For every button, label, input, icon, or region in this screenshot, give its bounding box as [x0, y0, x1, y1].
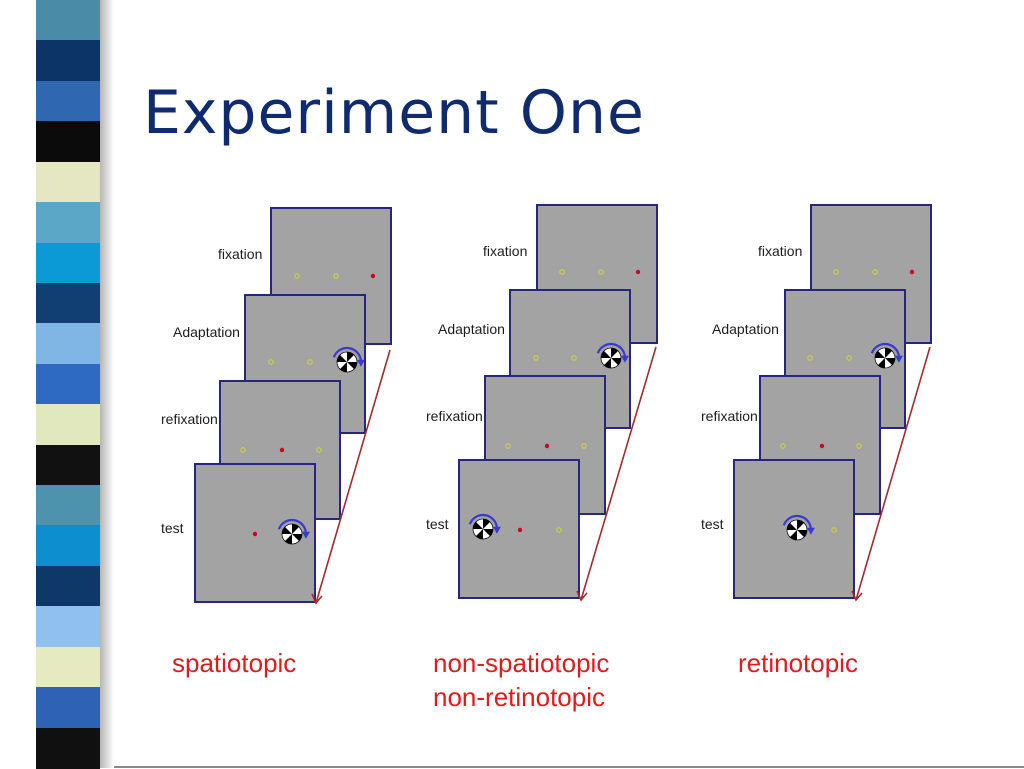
fixation-point	[581, 443, 587, 449]
stripe-segment	[36, 121, 100, 163]
non-spatiotopic-diagram: fixation Adaptation refixation test	[426, 204, 658, 602]
rotation-arrow-icon	[870, 342, 903, 363]
time-arrow-icon	[315, 349, 391, 604]
active-fixation-point	[370, 273, 376, 279]
fixation-point	[556, 527, 562, 533]
stage-label-test: test	[701, 516, 724, 532]
fixation-point	[807, 355, 813, 361]
stripe-segment	[36, 282, 100, 325]
time-arrow-icon	[855, 346, 931, 601]
stripe-segment	[36, 404, 100, 446]
fixation-point	[831, 527, 837, 533]
stripe-segment	[36, 161, 100, 204]
condition-line: spatiotopic	[172, 648, 297, 678]
stripe-segment	[36, 525, 100, 567]
stripe-segment	[36, 687, 100, 729]
condition-line: non-retinotopic	[433, 682, 605, 712]
stripe-segment	[36, 485, 100, 527]
rotation-arrow-icon	[468, 513, 501, 534]
fixation-point	[333, 273, 339, 279]
stage-label-adaptation: Adaptation	[173, 324, 240, 340]
stripe-segment	[36, 242, 100, 284]
time-arrow-icon	[580, 346, 657, 601]
condition-label-spatiotopic: spatiotopic	[172, 646, 296, 680]
fixation-point	[559, 269, 565, 275]
stage-label-refixation: refixation	[426, 408, 483, 424]
fixation-point	[533, 355, 539, 361]
fixation-point	[571, 355, 577, 361]
fixation-point	[294, 273, 300, 279]
stripe-segment	[36, 363, 100, 406]
stage-label-test: test	[426, 516, 449, 532]
decorative-stripe-bar	[36, 0, 100, 769]
fixation-point	[780, 443, 786, 449]
active-fixation-point	[635, 269, 641, 275]
stripe-segment	[36, 40, 100, 82]
active-fixation-point	[544, 443, 550, 449]
rotation-arrow-icon	[277, 518, 310, 539]
stage-label-fixation: fixation	[483, 243, 527, 259]
fixation-point	[240, 447, 246, 453]
active-fixation-point	[517, 527, 523, 533]
stripe-segment	[36, 606, 100, 648]
fixation-point	[268, 359, 274, 365]
pinwheel-stimulus-icon	[336, 351, 358, 373]
stripe-segment	[36, 565, 100, 608]
condition-line: non-spatiotopic	[433, 648, 610, 678]
fixation-point	[598, 269, 604, 275]
time-arrowhead-icon	[311, 593, 323, 605]
rotation-arrow-icon	[782, 514, 815, 535]
rotation-arrow-icon	[332, 346, 365, 367]
rotation-arrow-icon	[596, 342, 629, 363]
spatiotopic-panel: fixation Adaptation refixation test	[153, 200, 393, 614]
fixation-point	[316, 447, 322, 453]
stage-label-test: test	[161, 520, 184, 536]
condition-line: retinotopic	[738, 648, 858, 678]
stage-label-adaptation: Adaptation	[712, 321, 779, 337]
fixation-point	[833, 269, 839, 275]
stripe-segment	[36, 727, 100, 769]
pinwheel-stimulus-icon	[874, 347, 896, 369]
active-fixation-point	[279, 447, 285, 453]
fixation-point	[307, 359, 313, 365]
stage-label-fixation: fixation	[758, 243, 802, 259]
pinwheel-stimulus-icon	[281, 523, 303, 545]
spatiotopic-diagram: fixation Adaptation refixation test	[161, 207, 392, 605]
stage-label-refixation: refixation	[701, 408, 758, 424]
stripe-bar-shadow	[100, 0, 114, 768]
stripe-segment	[36, 646, 100, 689]
retinotopic-diagram: fixation Adaptation refixation test	[701, 204, 932, 602]
non-spatiotopic-panel: fixation Adaptation refixation test	[421, 200, 661, 614]
time-arrowhead-icon	[851, 590, 863, 602]
retinotopic-panel: fixation Adaptation refixation test	[696, 200, 936, 614]
stage-label-refixation: refixation	[161, 411, 218, 427]
pinwheel-stimulus-icon	[472, 518, 494, 540]
stage-label-adaptation: Adaptation	[438, 321, 505, 337]
stage-label-fixation: fixation	[218, 246, 262, 262]
active-fixation-point	[252, 531, 258, 537]
slide-bottom-rule	[114, 766, 1024, 768]
time-arrowhead-icon	[576, 590, 588, 602]
fixation-point	[856, 443, 862, 449]
stripe-segment	[36, 444, 100, 487]
stripe-segment	[36, 323, 100, 365]
pinwheel-stimulus-icon	[600, 347, 622, 369]
condition-label-non-spatiotopic: non-spatiotopic non-retinotopic	[433, 646, 609, 714]
active-fixation-point	[909, 269, 915, 275]
condition-label-retinotopic: retinotopic	[738, 646, 858, 680]
stripe-segment	[36, 202, 100, 244]
pinwheel-stimulus-icon	[786, 519, 808, 541]
active-fixation-point	[819, 443, 825, 449]
fixation-point	[505, 443, 511, 449]
slide-title: Experiment One	[143, 78, 645, 148]
fixation-point	[872, 269, 878, 275]
stripe-segment	[36, 0, 100, 42]
stripe-segment	[36, 80, 100, 123]
fixation-point	[846, 355, 852, 361]
